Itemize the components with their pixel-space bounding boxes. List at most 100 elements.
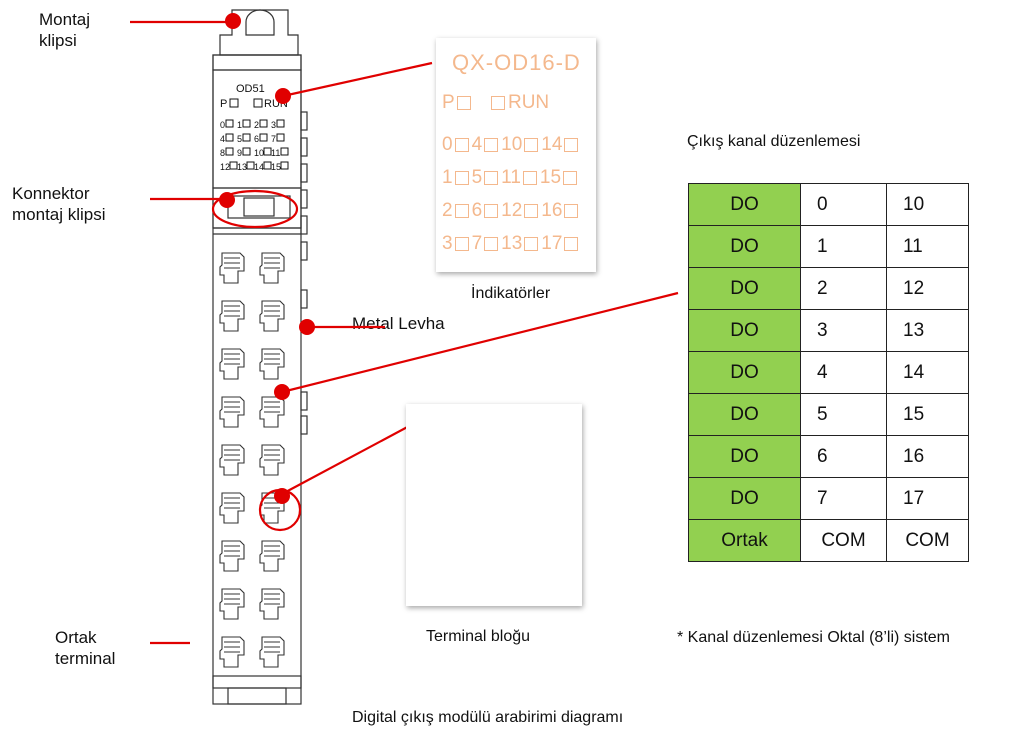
channel-cell: 0 [800, 183, 887, 226]
type: DO [688, 309, 801, 352]
module-led-number: 10 [254, 148, 264, 158]
module-led-box [242, 147, 251, 156]
module-led-box [225, 147, 234, 156]
module-led-number: 5 [237, 134, 242, 144]
module-led-number: 3 [271, 120, 276, 130]
channel-cell: 11 [886, 225, 969, 268]
terminal-slot [259, 636, 285, 668]
type: DO [688, 393, 801, 436]
diagram-caption: Digital çıkış modülü arabirimi diagramı [352, 709, 624, 726]
indicator-led-number: 2 [442, 200, 453, 221]
terminal-block-frame [406, 404, 582, 606]
indicator-led-number: 13 [501, 233, 523, 254]
channel-cell: 14 [886, 351, 969, 394]
type: DO [688, 183, 801, 226]
indicator-led-number: 16 [541, 200, 563, 221]
terminal-slot [219, 492, 245, 524]
module-led-number: 6 [254, 134, 259, 144]
indicator-led-number: 3 [442, 233, 453, 254]
module-led-number: 15 [271, 162, 281, 172]
channel-cell: 3 [800, 309, 887, 352]
indicators-label: İndikatörler [471, 285, 551, 302]
terminal-slot [219, 444, 245, 476]
type: DO [688, 225, 801, 268]
module-led-number: 1 [237, 120, 242, 130]
channel-cell: 4 [800, 351, 887, 394]
terminal-block-label: Terminal bloğu [426, 628, 531, 645]
callout-dots [219, 13, 315, 504]
terminal-slot [259, 348, 285, 380]
channel-cell: COM [886, 519, 969, 562]
module-model-text: OD51 [236, 83, 265, 95]
module-led-box [259, 119, 268, 128]
module-led-box [280, 161, 289, 170]
module-led-box [280, 147, 289, 156]
channel-cell: 2 [800, 267, 887, 310]
module-led-number: 14 [254, 162, 264, 172]
terminal-slot [219, 588, 245, 620]
type: Ortak [688, 519, 801, 562]
channel-cell: 5 [800, 393, 887, 436]
channel-cell: 12 [886, 267, 969, 310]
terminal-slot [259, 444, 285, 476]
terminal-slot [259, 492, 285, 524]
octal-footnote: * Kanal düzenlemesi Oktal (8’li) sistem [677, 629, 950, 646]
channel-cell: 17 [886, 477, 969, 520]
indicator-led-number: 11 [501, 167, 521, 188]
indicator-led-number: 15 [539, 167, 562, 188]
channel-cell: 7 [800, 477, 887, 520]
module-led-box [242, 119, 251, 128]
module-led-number: 2 [254, 120, 259, 130]
module-led-number: 11 [271, 148, 280, 158]
module-base [212, 675, 302, 705]
indicator-led-number: 7 [471, 233, 483, 254]
terminal-slot [219, 396, 245, 428]
channel-cell: 6 [800, 435, 887, 478]
terminal-slot [219, 252, 245, 284]
terminal-slot [219, 540, 245, 572]
module-led-box [263, 147, 272, 156]
indicator-led-number: 4 [471, 134, 483, 155]
indicator-led-number: 1 [442, 167, 453, 188]
type: DO [688, 435, 801, 478]
terminal-slot [259, 300, 285, 332]
channel-cell: COM [800, 519, 887, 562]
type: DO [688, 351, 801, 394]
module-led-box [276, 133, 285, 142]
terminal-pairs [219, 252, 285, 668]
indicator-led-number: 6 [471, 200, 483, 221]
module-led-number: 7 [271, 134, 276, 144]
terminal-slot [219, 300, 245, 332]
channel-cell: 16 [886, 435, 969, 478]
module-led-box [276, 119, 285, 128]
indicator-led-number: 14 [541, 134, 563, 155]
module-led-box [246, 161, 255, 170]
channel-cell: 15 [886, 393, 969, 436]
module-led-number: 12 [220, 162, 230, 172]
module-led-box [225, 119, 234, 128]
indicator-led-number: 12 [501, 200, 523, 221]
module-led-number: 4 [220, 134, 225, 144]
channel-cell: 10 [886, 183, 969, 226]
channel-cell: 13 [886, 309, 969, 352]
indicator-led-number: 5 [471, 167, 483, 188]
indicator-led-number: 17 [541, 233, 563, 254]
indicator-model-text: QX-OD16-D [452, 50, 581, 75]
module-led-number: 13 [237, 162, 247, 172]
terminal-slot [219, 636, 245, 668]
metal-plate-label: Metal Levha [352, 314, 445, 333]
